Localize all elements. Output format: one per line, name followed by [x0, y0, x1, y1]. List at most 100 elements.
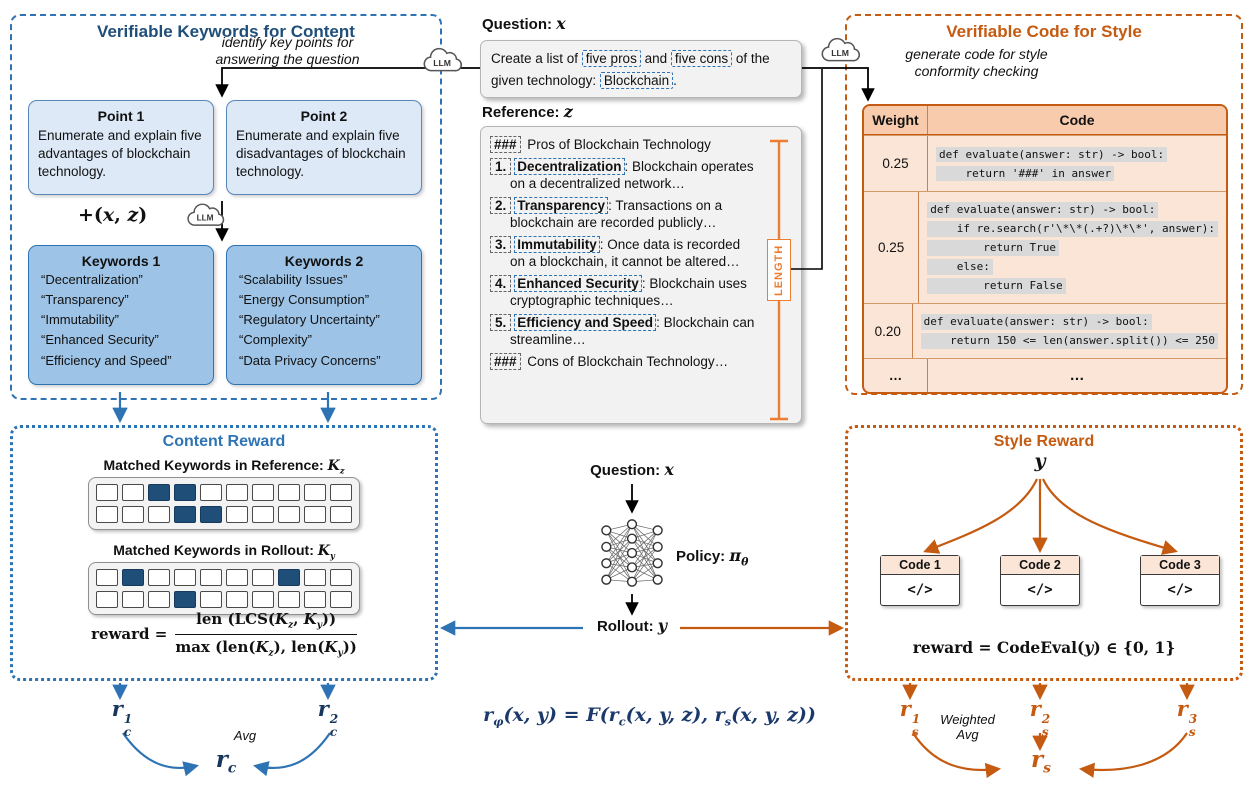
code-glyph-icon: </>	[907, 582, 933, 598]
matched-reference-label: Matched Keywords in Reference: Kz	[10, 457, 438, 475]
matched-keyword-cell	[122, 569, 144, 586]
point1-text: Enumerate and explain five advantages of…	[38, 128, 202, 180]
formula-text: reward = CodeEval(	[912, 638, 1085, 657]
policy-label-text: Policy:	[676, 548, 726, 565]
keyword-cell	[252, 506, 274, 523]
rollout-label-text: Rollout:	[596, 618, 654, 635]
x-symbol: x	[556, 14, 566, 33]
code1-window: Code 1 </>	[880, 555, 960, 606]
keyword-grid-row	[96, 484, 352, 501]
keyword-cell	[304, 569, 326, 586]
code2-window: Code 2 </>	[1000, 555, 1080, 606]
keyword-cell	[200, 484, 222, 501]
keyword-cell	[200, 591, 222, 608]
keyword-cell	[96, 506, 118, 523]
code-line: def evaluate(answer: str) -> bool:	[927, 202, 1159, 218]
identify-annotation-line2: answering the question	[215, 51, 360, 67]
markdown-tag: ###	[490, 136, 521, 153]
code-cell: def evaluate(answer: str) -> bool: if re…	[919, 192, 1226, 303]
matched-rollout-label-text: Matched Keywords in Rollout:	[113, 542, 318, 558]
reference-label-text: Reference:	[482, 104, 560, 121]
keyword-cell	[148, 569, 170, 586]
question-text: Create a list of five pros and five cons…	[481, 41, 801, 99]
item-number: 5.	[490, 313, 512, 331]
code-cell: def evaluate(answer: str) -> bool: retur…	[913, 304, 1226, 358]
matched-keyword-cell	[174, 506, 196, 523]
highlight-blockchain: Blockchain	[599, 71, 674, 89]
keyword-grid-row	[96, 591, 352, 608]
reference-box: ### Pros of Blockchain Technology 1.Dece…	[480, 126, 802, 424]
question-seg: .	[673, 72, 677, 88]
reference-item-2: 2.Transparency: Transactions on a blockc…	[490, 196, 755, 232]
code-table-row-ellipsis: … …	[864, 358, 1226, 392]
keyword-cell	[148, 506, 170, 523]
code-glyph-icon: </>	[1027, 582, 1053, 598]
matched-rollout-label: Matched Keywords in Rollout: Ky	[10, 542, 438, 560]
keyword-cell	[122, 484, 144, 501]
fraction-denominator: max (len(Kz), len(Ky))	[175, 637, 357, 659]
k-subscript: z	[339, 465, 345, 476]
matched-keyword-cell	[148, 484, 170, 501]
item-number: 4.	[490, 274, 512, 292]
length-bracket-label: LENGTH	[767, 239, 791, 301]
rs-symbol: rs	[1031, 746, 1051, 777]
matched-keyword-cell	[278, 569, 300, 586]
identify-annotation-line1: identify key points for	[221, 34, 354, 50]
weight-cell: 0.25	[864, 136, 928, 191]
svg-text:LLM: LLM	[197, 214, 214, 223]
reference-item-3: 3.Immutability: Once data is recorded on…	[490, 235, 755, 271]
content-keywords-panel	[10, 14, 442, 400]
weighted-avg-label: Weighted Avg	[940, 712, 995, 742]
keyword-item: “Complexity”	[239, 332, 312, 348]
keyword-item: “Data Privacy Concerns”	[239, 352, 381, 368]
avg-label: Avg	[233, 728, 257, 743]
style-reward-panel	[845, 425, 1243, 681]
content-panel-title: Verifiable Keywords for Content	[97, 22, 355, 41]
keyword-item: “Efficiency and Speed”	[41, 352, 172, 368]
keyword-grid-row	[96, 569, 352, 586]
keyword-cell	[252, 569, 274, 586]
question-label: Question: x	[482, 14, 566, 33]
matched-keyword-cell	[174, 591, 196, 608]
style-code-panel	[845, 14, 1243, 395]
rc-symbol: rc	[215, 746, 237, 777]
weight-cell: 0.25	[864, 192, 920, 303]
code-cell-ellipsis: …	[1069, 367, 1085, 384]
reference-header: ### Pros of Blockchain Technology	[490, 136, 755, 154]
keyword-cell	[330, 506, 352, 523]
code-line: return True	[927, 240, 1060, 256]
flow-question-label: Question: x	[557, 460, 707, 479]
code-cell: def evaluate(answer: str) -> bool: retur…	[928, 137, 1226, 191]
keyword-item: “Energy Consumption”	[239, 292, 370, 308]
k-symbol: K	[317, 543, 330, 559]
reference-footer: ### Cons of Blockchain Technology…	[490, 353, 755, 371]
keyword-cell	[226, 569, 248, 586]
code-table-row: 0.20 def evaluate(answer: str) -> bool: …	[864, 303, 1226, 358]
x-symbol: x	[102, 204, 115, 226]
style-panel-title: Verifiable Code for Style	[946, 22, 1142, 41]
code-line: return '###' in answer	[936, 165, 1115, 181]
code-table-row: 0.25 def evaluate(answer: str) -> bool: …	[864, 191, 1226, 303]
combine-post: )	[138, 204, 148, 226]
z-symbol: z	[563, 102, 573, 121]
item-text: : Transactions on a blockchain are recor…	[510, 197, 723, 231]
reference-item-4: 4.Enhanced Security: Blockchain uses cry…	[490, 274, 755, 310]
point2-title: Point 2	[300, 108, 348, 124]
rollout-keyword-grid	[88, 562, 360, 615]
code-table-header: Weight Code	[864, 106, 1226, 135]
generate-annotation-line1: generate code for style	[905, 46, 1048, 62]
highlight-five-pros: five pros	[581, 50, 641, 67]
svg-text:LLM: LLM	[433, 58, 451, 68]
reward-combination-formula: rφ(x, y) = F(rc(x, y, z), rs(x, y, z))	[483, 704, 816, 729]
style-reward-formula: reward = CodeEval(y) ∈ {0, 1}	[860, 638, 1228, 657]
markdown-tag: ###	[490, 353, 521, 371]
keyword-cell	[122, 591, 144, 608]
llm-cloud-icon: LLM	[420, 42, 466, 85]
formula-text: ) ∈ {0, 1}	[1093, 638, 1176, 657]
keyword-cell	[304, 591, 326, 608]
matched-keyword-cell	[200, 506, 222, 523]
item-text: : Blockchain uses cryptographic techniqu…	[510, 275, 747, 309]
